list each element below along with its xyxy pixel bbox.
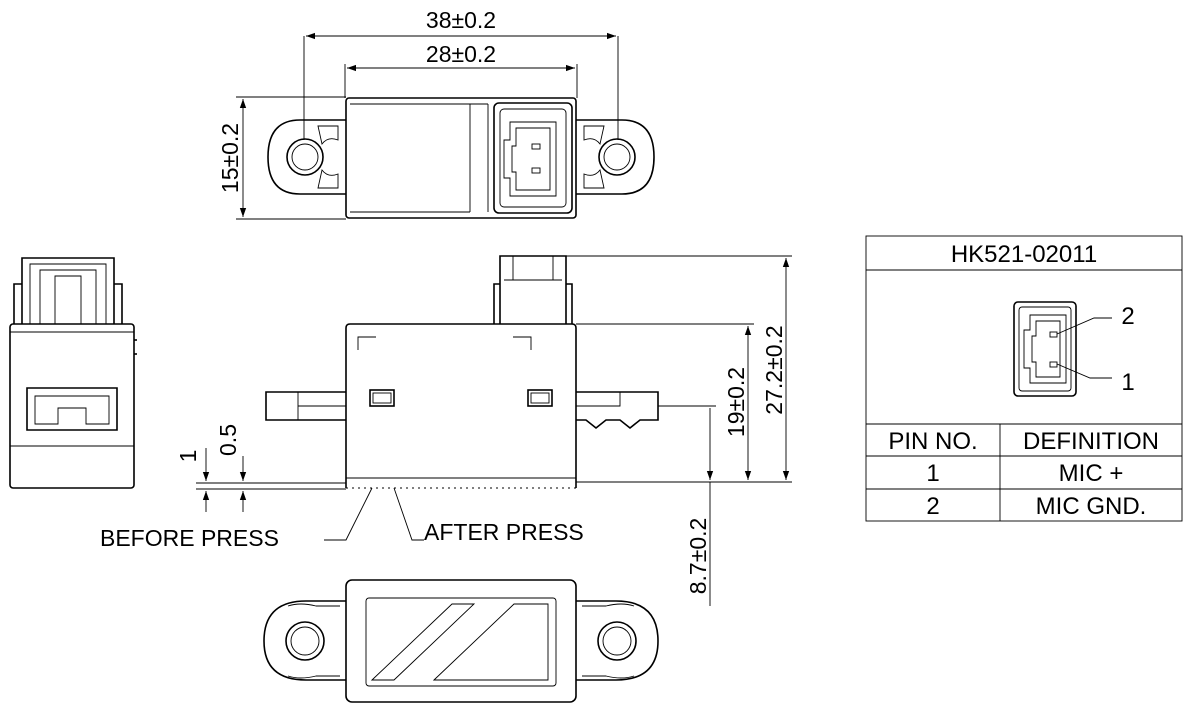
dim-press-height: 8.7±0.2: [685, 518, 711, 595]
dim-total-height: 27.2±0.2: [761, 325, 787, 414]
bottom-view: [263, 579, 659, 703]
header-definition: DEFINITION: [1023, 428, 1159, 455]
pin-callout-1: 1: [1121, 369, 1134, 396]
dim-overall-width: 38±0.2: [426, 7, 496, 33]
side-view: [9, 257, 137, 489]
pin-table: [865, 235, 1183, 522]
dim-body-depth: 15±0.2: [217, 123, 243, 193]
front-view: [196, 255, 792, 606]
row-2-pin: 2: [926, 493, 939, 520]
dim-press-offset: 0.5: [215, 424, 241, 456]
part-number: HK521-02011: [951, 241, 1097, 268]
dim-body-height: 19±0.2: [723, 367, 749, 437]
row-2-definition: MIC GND.: [1036, 493, 1147, 520]
row-1-definition: MIC +: [1059, 460, 1124, 487]
dim-body-width: 28±0.2: [426, 41, 496, 67]
before-press-label: BEFORE PRESS: [100, 525, 279, 551]
connector-pinout-icon: [1013, 301, 1112, 397]
pin-callout-2: 2: [1121, 303, 1134, 330]
row-1-pin: 1: [926, 460, 939, 487]
top-view: [236, 32, 655, 220]
header-pin-no: PIN NO.: [888, 428, 977, 455]
after-press-label: AFTER PRESS: [424, 519, 584, 545]
dim-press-travel: 1: [175, 450, 201, 463]
